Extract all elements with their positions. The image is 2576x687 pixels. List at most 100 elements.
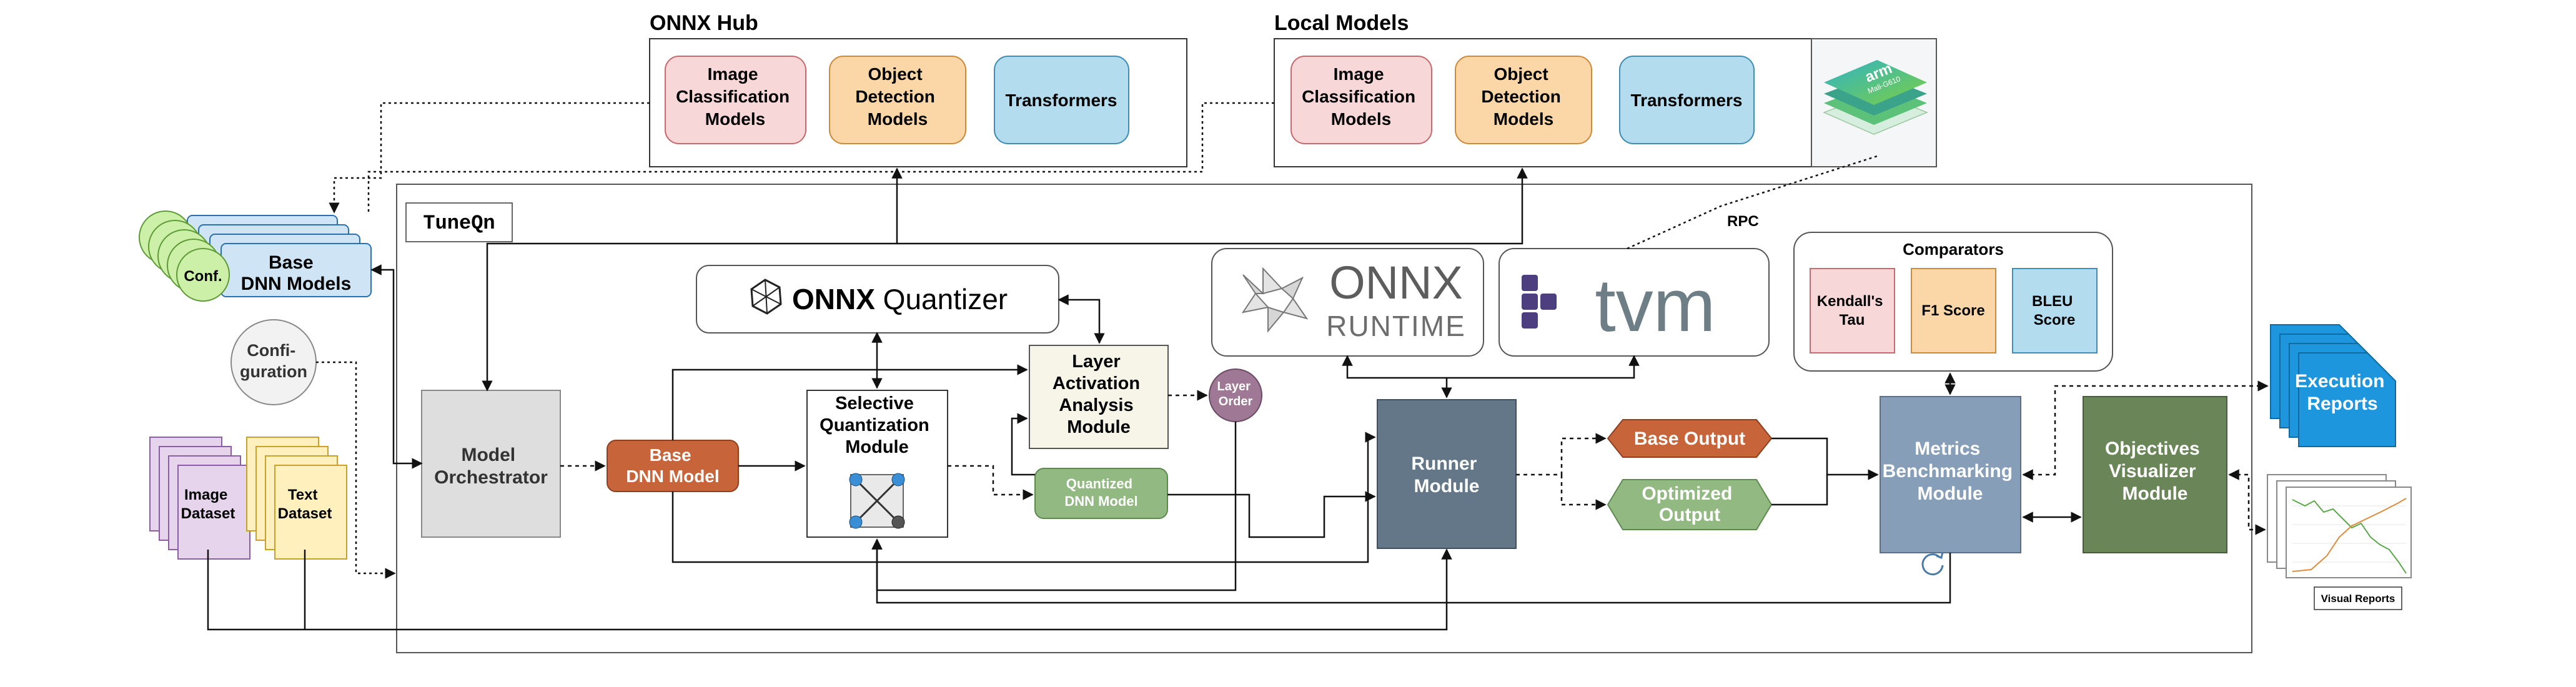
refresh-icon xyxy=(1921,551,1944,576)
base-dnn-models-stack[interactable]: Base DNN Models xyxy=(187,215,372,297)
configuration-to-frame-dotted xyxy=(316,361,396,579)
local-image-classification-box[interactable] xyxy=(1290,56,1432,144)
onnx-quantizer-label: ONNX Quantizer xyxy=(792,283,1008,315)
onnx-quantizer[interactable]: ONNX Quantizer xyxy=(696,265,1059,334)
execution-reports-stack[interactable]: Execution Reports xyxy=(2270,324,2396,447)
comparators-title: Comparators xyxy=(1903,240,2004,259)
layer-order-node[interactable]: Layer Order xyxy=(1209,368,1262,422)
selective-to-quantized-dashed xyxy=(948,465,1034,500)
onnx-runtime-pinwheel-icon xyxy=(1241,267,1309,333)
onnx-hub-image-classification-label: Image Classification Models xyxy=(676,64,795,129)
base-dnn-models-label: Base DNN Models xyxy=(241,252,352,294)
optimized-output-label: Optimized Output xyxy=(1642,483,1737,525)
metrics-benchmarking-module[interactable]: Metrics Benchmarking Module xyxy=(1880,396,2021,576)
quantized-dnn-model-label: Quantized DNN Model xyxy=(1064,476,1137,509)
local-transformers-box[interactable] xyxy=(1619,56,1755,144)
runner-module[interactable]: Runner Module xyxy=(1377,399,1517,549)
comparators-group: Comparators Kendall's Tau F1 Score BLEU … xyxy=(1793,232,2113,372)
text-dataset-label: Text Dataset xyxy=(278,487,332,522)
onnx-hub-to-base-models-dotted xyxy=(329,102,650,214)
tuneqn-label: TuneQn xyxy=(423,212,495,235)
onnx-hub-image-classification-box[interactable] xyxy=(665,56,806,144)
local-transformers-label: Transformers xyxy=(1631,91,1743,110)
visual-report-plot xyxy=(2286,487,2412,578)
objectives-to-visual-reports xyxy=(2228,469,2266,535)
onnx-hub-object-detection-box[interactable] xyxy=(829,56,966,144)
base-dnn-model-label: Base DNN Model xyxy=(626,445,719,486)
base-models-to-orchestrator xyxy=(370,264,423,469)
orchestrator-to-local-models xyxy=(897,167,1528,245)
orchestrator-to-onnx-hub xyxy=(482,167,903,392)
arm-mali-hardware: arm Mali-G610 xyxy=(1811,38,1937,167)
conf-badges: Conf. xyxy=(139,210,230,302)
tvm-to-arm-rpc-dotted xyxy=(1627,155,1878,250)
visual-report-green-series xyxy=(2292,499,2407,574)
local-image-classification-label: Image Classification Models xyxy=(1302,64,1420,129)
datasets-to-runner xyxy=(207,548,1452,631)
onnx-hub-title: ONNX Hub xyxy=(650,11,758,35)
selective-quantization-label: Selective Quantization Module xyxy=(820,393,934,457)
layer-activation-label: Layer Activation Analysis Module xyxy=(1053,352,1145,437)
optimized-output-to-metrics xyxy=(1771,475,1828,506)
f1-score-label: F1 Score xyxy=(1921,302,1984,319)
configuration-node[interactable]: Confi- guration xyxy=(230,319,317,405)
onnx-runtime-top: ONNX xyxy=(1329,257,1463,309)
base-dnn-model[interactable]: Base DNN Model xyxy=(607,440,739,492)
onnx-runtime[interactable]: ONNX RUNTIME xyxy=(1211,248,1484,357)
f1-score-box[interactable] xyxy=(1911,268,1996,353)
visual-reports-label-box xyxy=(2314,586,2402,610)
execution-reports-label: Execution Reports xyxy=(2295,371,2390,414)
rpc-label: RPC xyxy=(1727,213,1759,230)
text-dataset-stack[interactable]: Text Dataset xyxy=(246,437,347,560)
runner-to-base-output xyxy=(1516,433,1607,476)
kendall-tau-label: Kendall's Tau xyxy=(1817,293,1887,329)
kendall-tau-box[interactable] xyxy=(1810,268,1895,353)
visual-reports-label: Visual Reports xyxy=(2321,593,2395,605)
quantization-grid-icon xyxy=(849,473,905,529)
visual-report-orange-series xyxy=(2292,498,2407,572)
quantizer-to-layer-activation xyxy=(1058,294,1105,344)
image-dataset-label: Image Dataset xyxy=(181,487,235,522)
optimized-output[interactable]: Optimized Output xyxy=(1607,479,1773,530)
layer-activation-analysis-module[interactable]: Layer Activation Analysis Module xyxy=(1029,345,1169,449)
tvm-label: tvm xyxy=(1595,264,1715,347)
connectors xyxy=(207,102,2269,631)
configuration-label: Confi- guration xyxy=(240,341,307,381)
runner-to-optimized-output xyxy=(1560,475,1607,510)
local-models-group: Local Models Image Classification Models… xyxy=(1274,11,1817,167)
local-models-title: Local Models xyxy=(1274,11,1409,35)
runner-module-label: Runner Module xyxy=(1411,453,1482,497)
objectives-visualizer-module[interactable]: Objectives Visualizer Module xyxy=(2083,396,2227,553)
onnx-hub-transformers-box[interactable] xyxy=(994,56,1129,144)
onnx-runtime-bottom: RUNTIME xyxy=(1326,310,1466,342)
visual-reports[interactable]: Visual Reports xyxy=(2267,474,2412,610)
onnx-hub-group: ONNX Hub Image Classification Models Obj… xyxy=(649,11,1187,167)
onnx-hub-transformers-label: Transformers xyxy=(1006,91,1117,110)
local-object-detection-label: Object Detection Models xyxy=(1481,64,1565,129)
selective-quantization-module[interactable]: Selective Quantization Module xyxy=(806,390,948,538)
tvm-logo-icon xyxy=(1522,275,1557,329)
base-output[interactable]: Base Output xyxy=(1607,419,1773,458)
base-output-label: Base Output xyxy=(1634,428,1745,449)
base-output-to-metrics xyxy=(1771,437,1879,480)
bleu-score-box[interactable] xyxy=(2012,268,2098,353)
local-models-to-base-models-dotted xyxy=(367,102,1274,212)
onnx-hub-object-detection-label: Object Detection Models xyxy=(855,64,939,129)
metrics-to-execution-reports xyxy=(2022,380,2269,480)
base-dnn-model-up-branch xyxy=(671,364,1028,440)
quantized-to-runner xyxy=(1167,491,1376,538)
layer-order-label: Layer Order xyxy=(1217,380,1254,408)
metrics-to-runner-feedback xyxy=(871,538,1951,604)
metrics-module-label: Metrics Benchmarking Module xyxy=(1883,438,2018,504)
model-orchestrator[interactable]: Model Orchestrator xyxy=(421,390,561,538)
model-orchestrator-label: Model Orchestrator xyxy=(434,445,548,488)
runtime-tvm-to-runner xyxy=(1342,355,1640,379)
base-dnn-model-to-runner xyxy=(671,432,1376,563)
local-object-detection-box[interactable] xyxy=(1455,56,1592,144)
tvm[interactable]: tvm xyxy=(1499,248,1770,357)
conf-badge-label: Conf. xyxy=(184,268,222,285)
quantized-dnn-model[interactable]: Quantized DNN Model xyxy=(1034,468,1168,519)
image-dataset-stack[interactable]: Image Dataset xyxy=(149,437,250,560)
bleu-score-label: BLEU Score xyxy=(2032,293,2077,329)
